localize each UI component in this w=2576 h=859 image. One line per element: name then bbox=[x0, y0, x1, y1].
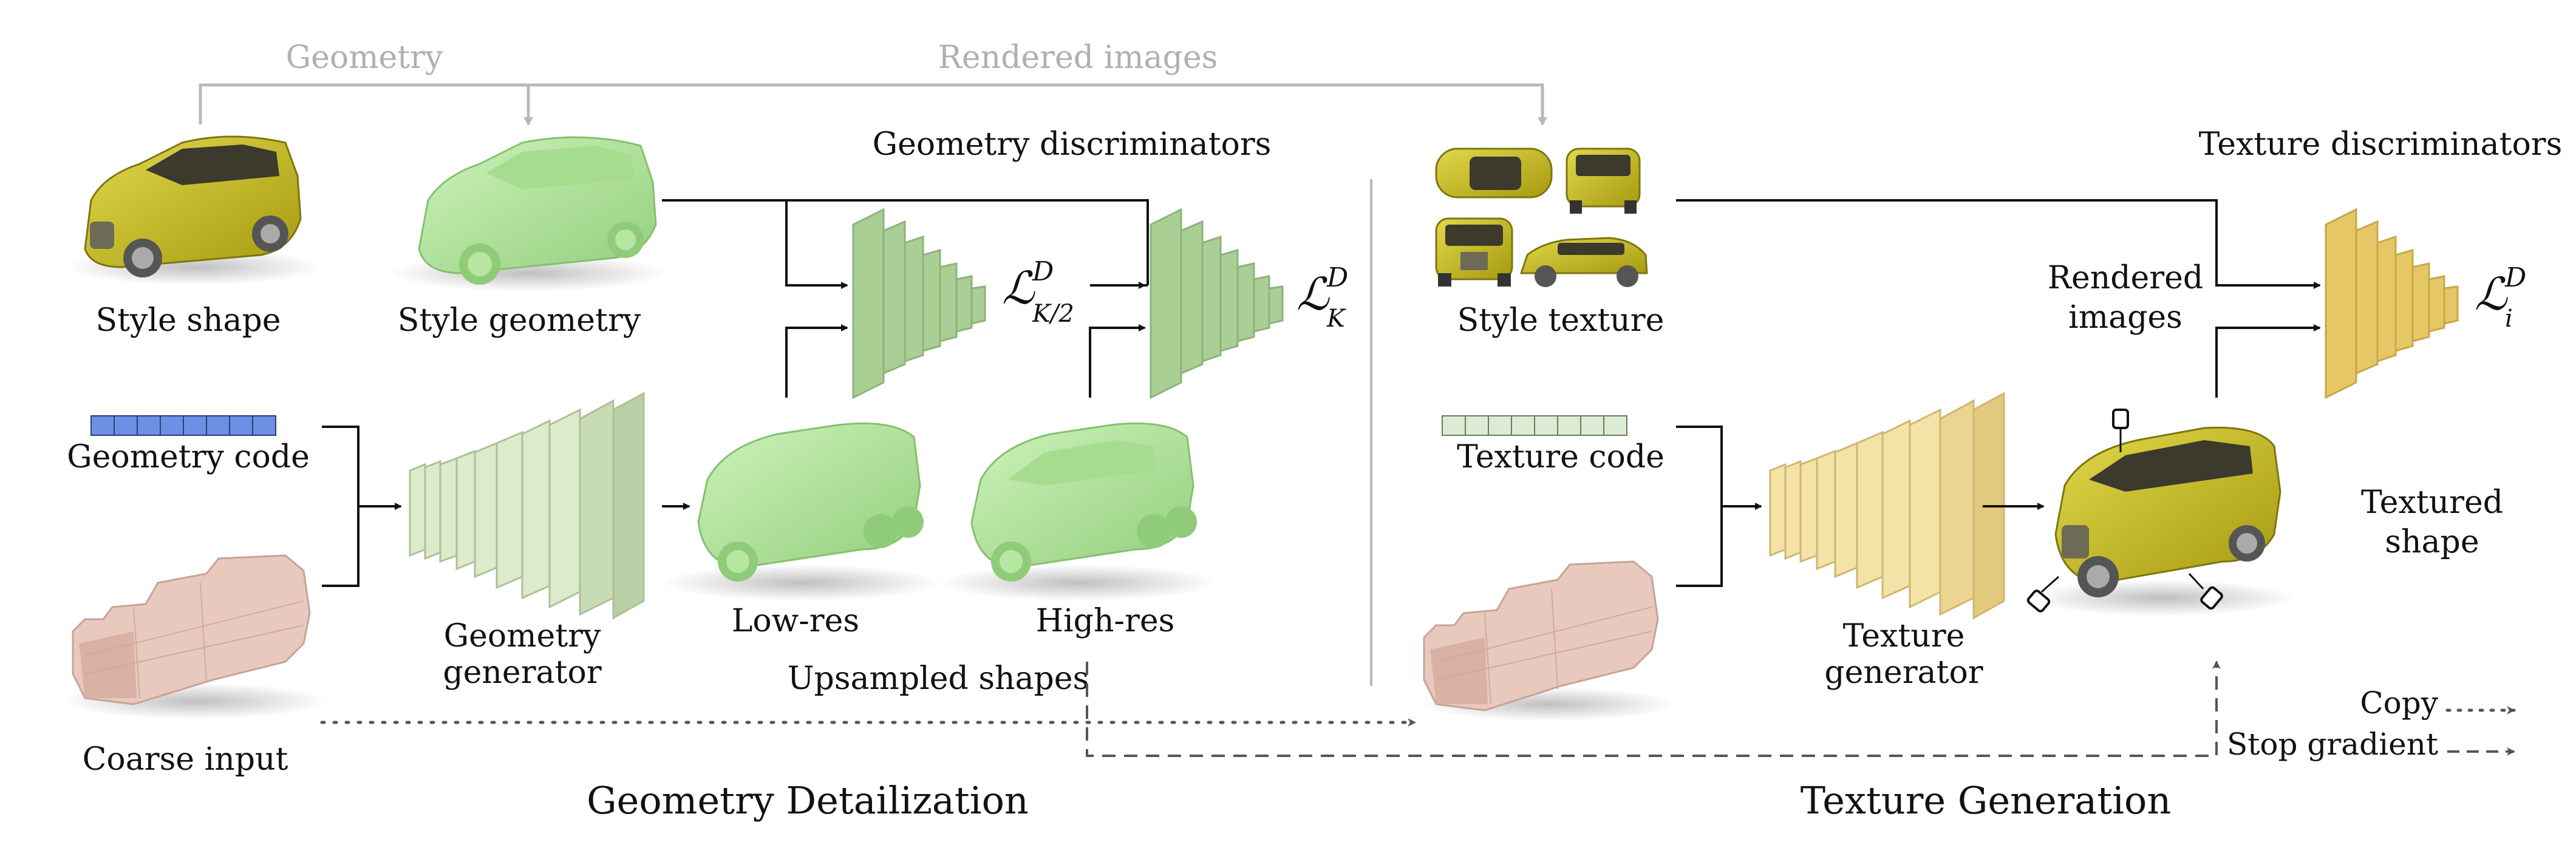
style-texture-views bbox=[1435, 148, 1648, 287]
geometry-code-label: Geometry code bbox=[67, 439, 310, 475]
style-texture-label: Style texture bbox=[1457, 302, 1665, 339]
textured-shape-car bbox=[2028, 426, 2295, 616]
style-texture-rear-view bbox=[1566, 148, 1641, 214]
texture-loss-symbol: ℒ bbox=[2475, 268, 2508, 321]
textured-shape-label-line2: shape bbox=[2385, 524, 2479, 560]
textured-shape-label-line1: Textured bbox=[2361, 484, 2503, 521]
texture-discriminator-connectors bbox=[1676, 199, 2321, 398]
style-geometry-car bbox=[389, 136, 668, 291]
geometry-generator-label-line1: Geometry bbox=[444, 618, 601, 654]
texture-discriminators-label: Texture discriminators bbox=[2199, 126, 2563, 163]
geometry-discriminator-half bbox=[852, 208, 986, 399]
style-texture-top-view bbox=[1435, 148, 1553, 199]
camera-icon bbox=[2026, 409, 2223, 613]
geometry-discriminators-label: Geometry discriminators bbox=[873, 126, 1272, 163]
upsampled-shapes-label: Upsampled shapes bbox=[788, 660, 1089, 697]
geometry-generator-label-line2: generator bbox=[443, 654, 601, 691]
top-flow-lines bbox=[199, 83, 1547, 126]
high-res-label: High-res bbox=[1036, 603, 1175, 639]
high-res-car bbox=[938, 423, 1218, 601]
legend-stop-gradient-label: Stop gradient bbox=[2227, 727, 2438, 762]
texture-loss-sub: i bbox=[2505, 305, 2513, 333]
texture-generator-label-line1: Texture bbox=[1843, 618, 1965, 654]
geometry-code-vector bbox=[90, 415, 276, 436]
style-shape-car bbox=[67, 135, 322, 285]
geometry-generator-block bbox=[409, 392, 645, 620]
style-texture-side-view bbox=[1519, 237, 1648, 287]
geometry-discriminator-connectors bbox=[662, 199, 1149, 398]
loss-half-symbol: ℒ bbox=[1002, 262, 1035, 314]
low-res-label: Low-res bbox=[732, 603, 859, 639]
texture-code-label: Texture code bbox=[1457, 439, 1665, 475]
legend-copy-label: Copy bbox=[2360, 685, 2438, 721]
texture-code-vector bbox=[1442, 415, 1627, 436]
texture-generator-block bbox=[1769, 392, 2005, 620]
loss-half-sup: D bbox=[1032, 256, 1054, 287]
texture-loss-sup: D bbox=[2504, 262, 2526, 293]
geometry-discriminator-full bbox=[1150, 208, 1284, 399]
loss-full-symbol: ℒ bbox=[1297, 268, 1330, 321]
rendered-images-flow-label: Rendered images bbox=[938, 39, 1218, 76]
low-res-car bbox=[662, 423, 941, 601]
rendered-images-label-line1: Rendered bbox=[2048, 260, 2203, 296]
legend: Copy Stop gradient bbox=[2227, 685, 2516, 762]
texture-generation-title: Texture Generation bbox=[1801, 778, 2172, 823]
style-geometry-label: Style geometry bbox=[398, 302, 641, 339]
style-texture-front-view bbox=[1435, 217, 1513, 287]
texture-discriminator bbox=[2325, 208, 2459, 399]
geometry-generator-input-connector bbox=[322, 426, 402, 587]
style-shape-label: Style shape bbox=[95, 302, 281, 339]
texture-generator-input-connector bbox=[1676, 426, 1762, 587]
texture-coarse-input-voxels bbox=[1421, 560, 1676, 721]
coarse-input-label: Coarse input bbox=[83, 741, 288, 778]
loss-full-sub: K bbox=[1326, 305, 1346, 333]
loss-full-sup: D bbox=[1326, 262, 1348, 293]
texture-generator-label-line2: generator bbox=[1824, 654, 1983, 691]
geometry-flow-label: Geometry bbox=[286, 39, 443, 76]
geometry-detailization-title: Geometry Detailization bbox=[587, 778, 1029, 823]
coarse-input-voxels bbox=[61, 554, 328, 719]
stop-gradient-connector bbox=[1086, 660, 2221, 757]
rendered-images-label-line2: images bbox=[2068, 299, 2182, 336]
loss-half-sub: K/2 bbox=[1032, 300, 1074, 328]
